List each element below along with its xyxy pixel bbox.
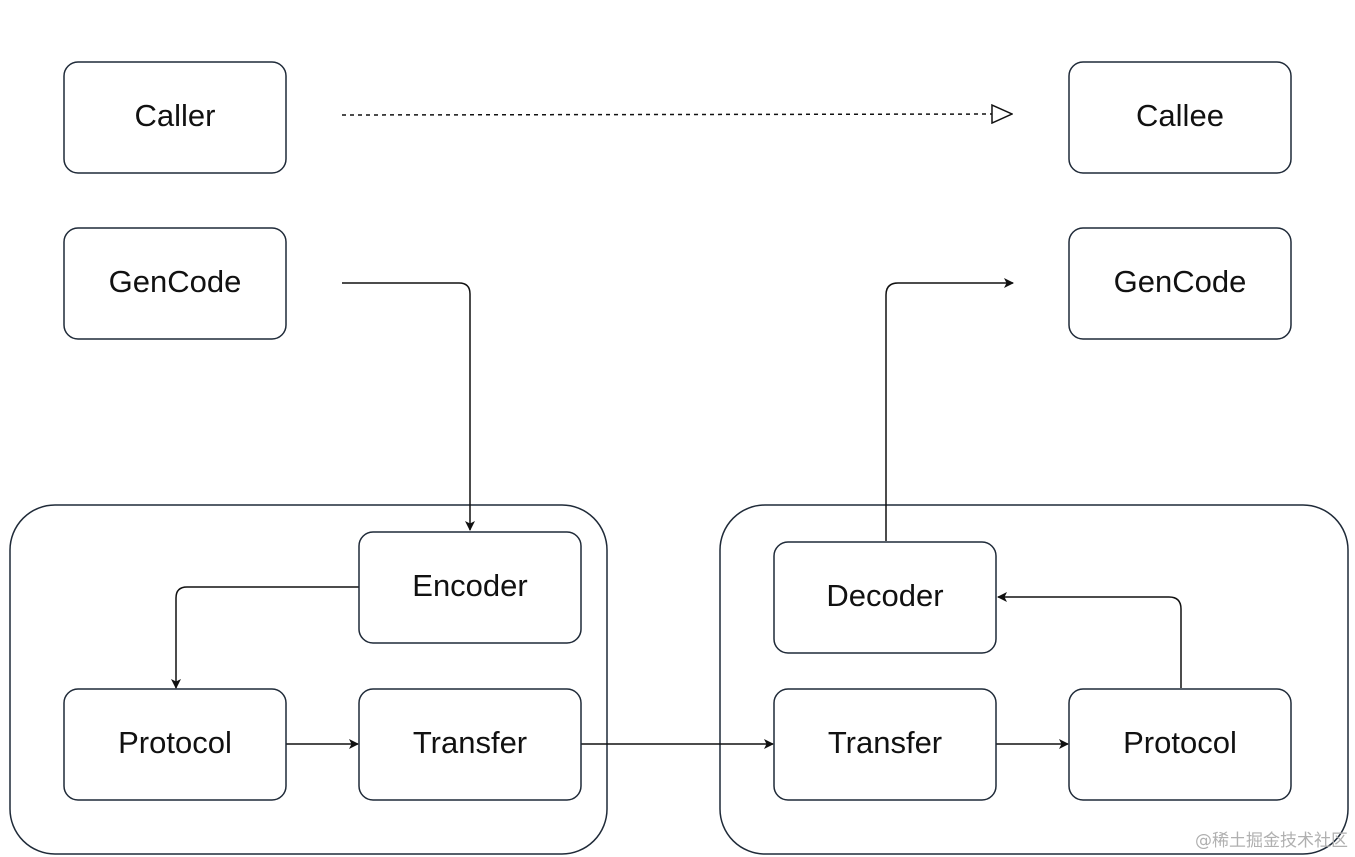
transfer-right-node: Transfer bbox=[773, 688, 997, 801]
decoder-node: Decoder bbox=[773, 541, 997, 654]
decoder-to-gencode-edge bbox=[885, 278, 1014, 541]
caller-node: Caller bbox=[63, 61, 287, 174]
encoder-node: Encoder bbox=[358, 531, 582, 644]
protocol-right-node: Protocol bbox=[1068, 688, 1292, 801]
gencode-right-label: GenCode bbox=[1114, 264, 1247, 299]
gencode-left-node: GenCode bbox=[63, 227, 287, 340]
protocol-left-label: Protocol bbox=[118, 725, 232, 760]
decoder-label: Decoder bbox=[826, 578, 943, 613]
gencode-to-encoder-edge bbox=[342, 282, 475, 531]
encoder-to-protocol-edge bbox=[171, 586, 359, 689]
callee-label: Callee bbox=[1136, 98, 1224, 133]
protocol-right-label: Protocol bbox=[1123, 725, 1237, 760]
protocol-to-decoder-edge bbox=[997, 592, 1182, 688]
transfer-left-node: Transfer bbox=[358, 688, 582, 801]
gencode-left-label: GenCode bbox=[109, 264, 242, 299]
gencode-right-node: GenCode bbox=[1068, 227, 1292, 340]
watermark-text: @稀土掘金技术社区 bbox=[1195, 831, 1348, 851]
callee-node: Callee bbox=[1068, 61, 1292, 174]
caller-to-callee-edge bbox=[341, 114, 1012, 115]
encoder-label: Encoder bbox=[412, 568, 527, 603]
transfer-right-label: Transfer bbox=[828, 725, 942, 760]
protocol-left-node: Protocol bbox=[63, 688, 287, 801]
transfer-left-label: Transfer bbox=[413, 725, 527, 760]
caller-label: Caller bbox=[135, 98, 216, 133]
